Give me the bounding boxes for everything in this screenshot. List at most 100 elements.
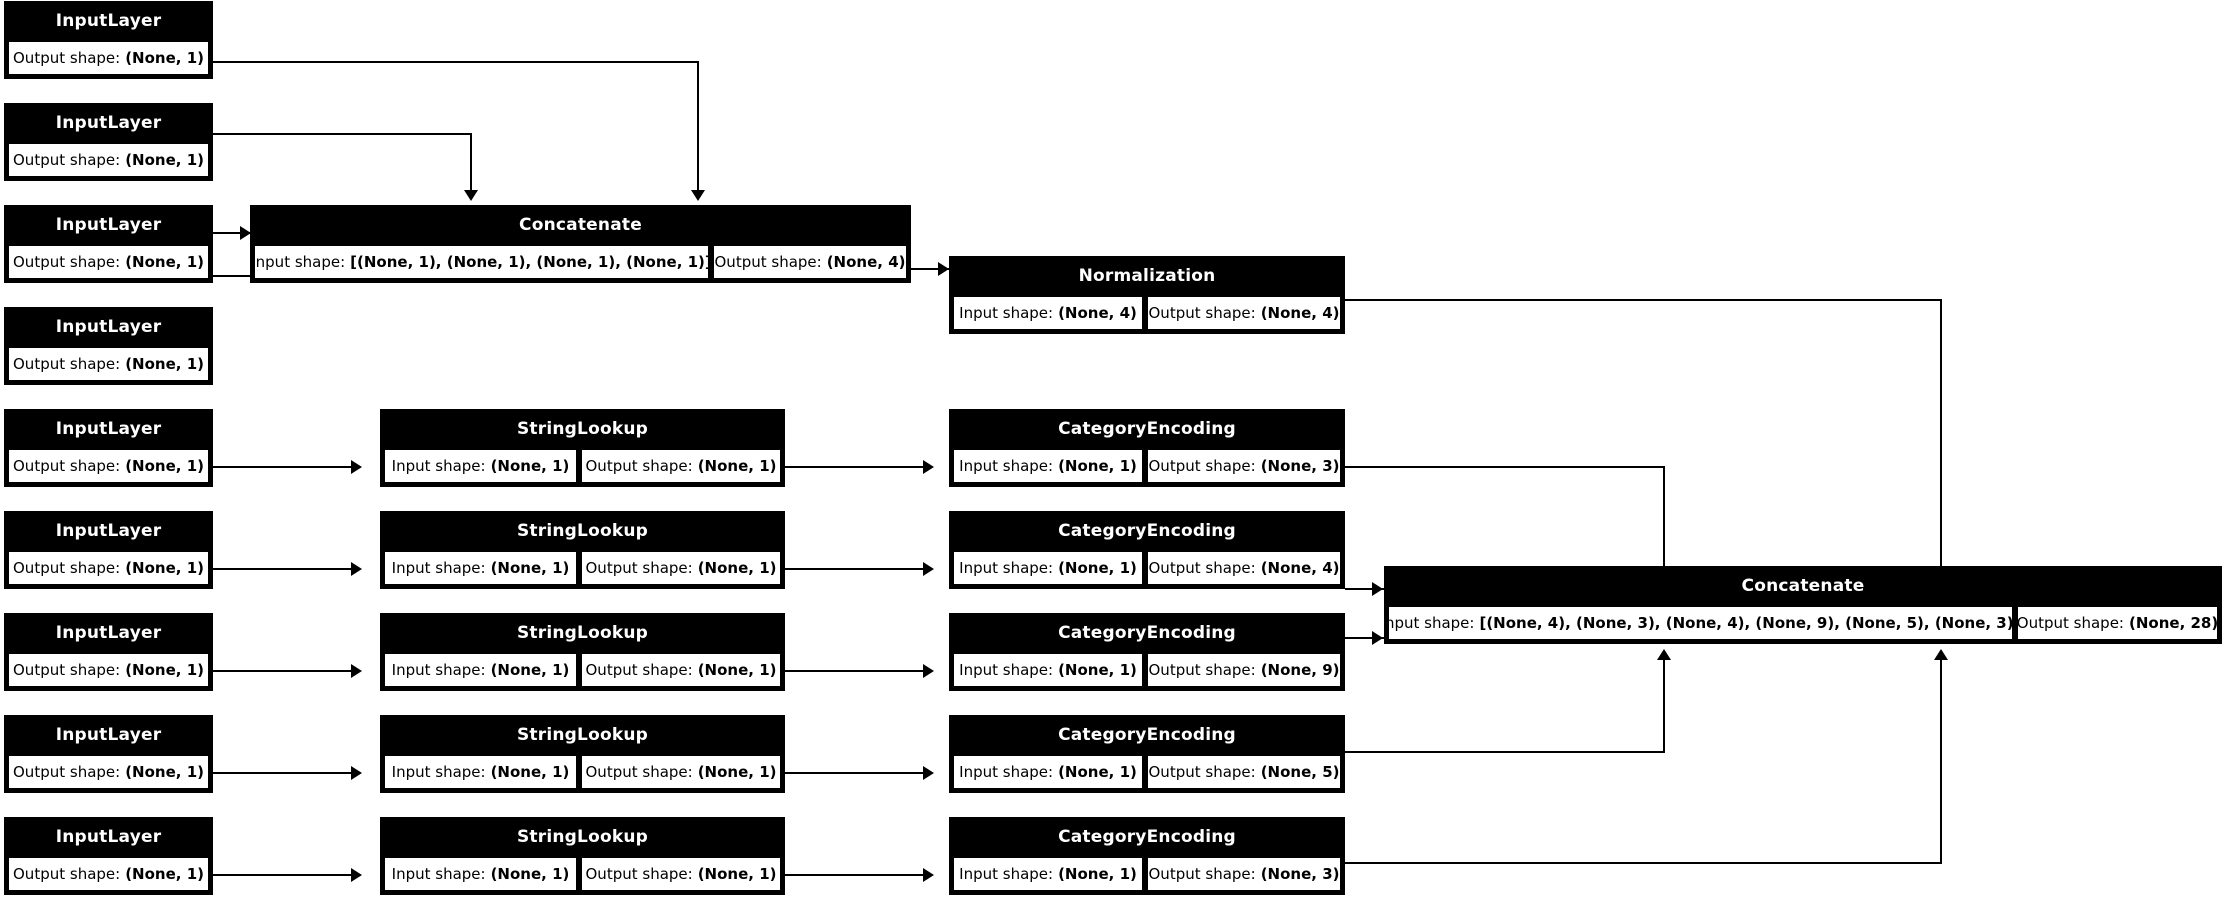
edge-input3-concat bbox=[213, 232, 252, 234]
edge-lookup1-encoding1 bbox=[785, 466, 925, 468]
node-shape-row: Input shape: [(None, 4), (None, 3), (Non… bbox=[1386, 604, 2220, 642]
node-shape-row: Output shape: (None, 1) bbox=[6, 141, 211, 179]
output-shape-value: (None, 1) bbox=[697, 457, 777, 475]
node-shape-row: Input shape: (None, 1) Output shape: (No… bbox=[382, 549, 783, 587]
node-input-layer-9[interactable]: InputLayer Output shape: (None, 1) bbox=[4, 817, 213, 895]
output-shape-label: Output shape: bbox=[2017, 614, 2124, 632]
input-shape-label: Input shape: bbox=[391, 865, 486, 883]
output-shape-label: Output shape: bbox=[714, 253, 822, 271]
output-shape-value: (None, 4) bbox=[1260, 304, 1340, 322]
output-shape-cell: Output shape: (None, 1) bbox=[8, 449, 209, 483]
node-title: CategoryEncoding bbox=[951, 819, 1343, 855]
edge-input2-concat-v bbox=[470, 133, 472, 190]
output-shape-label: Output shape: bbox=[1148, 559, 1256, 577]
output-shape-value: (None, 1) bbox=[125, 355, 204, 373]
edge-encoding5-concatall-v bbox=[1940, 660, 1942, 863]
node-concatenate-numeric[interactable]: Concatenate Input shape: [(None, 1), (No… bbox=[250, 205, 911, 283]
output-shape-cell: Output shape: (None, 5) bbox=[1147, 755, 1341, 789]
arrowhead-encoding4-concatall bbox=[1657, 649, 1671, 660]
output-shape-label: Output shape: bbox=[13, 763, 121, 781]
node-title: InputLayer bbox=[6, 819, 211, 855]
edge-encoding5-concatall bbox=[1345, 862, 1942, 864]
input-shape-label: Input shape: bbox=[959, 559, 1054, 577]
node-category-encoding-4[interactable]: CategoryEncoding Input shape: (None, 1) … bbox=[949, 715, 1345, 793]
node-title: StringLookup bbox=[382, 615, 783, 651]
node-title: InputLayer bbox=[6, 513, 211, 549]
node-title: InputLayer bbox=[6, 207, 211, 243]
node-category-encoding-5[interactable]: CategoryEncoding Input shape: (None, 1) … bbox=[949, 817, 1345, 895]
input-shape-cell: Input shape: (None, 1) bbox=[953, 653, 1143, 687]
output-shape-label: Output shape: bbox=[13, 151, 121, 169]
node-normalization[interactable]: Normalization Input shape: (None, 4) Out… bbox=[949, 256, 1345, 334]
input-shape-label: Input shape: bbox=[391, 763, 486, 781]
edge-normalization-concatall-v bbox=[1940, 299, 1942, 567]
edge-input7-lookup3 bbox=[213, 670, 353, 672]
output-shape-cell: Output shape: (None, 9) bbox=[1147, 653, 1341, 687]
node-category-encoding-1[interactable]: CategoryEncoding Input shape: (None, 1) … bbox=[949, 409, 1345, 487]
node-input-layer-4[interactable]: InputLayer Output shape: (None, 1) bbox=[4, 307, 213, 385]
output-shape-label: Output shape: bbox=[1148, 457, 1256, 475]
arrowhead-input7-lookup3 bbox=[351, 664, 362, 678]
node-input-layer-8[interactable]: InputLayer Output shape: (None, 1) bbox=[4, 715, 213, 793]
input-shape-value: (None, 1) bbox=[1058, 661, 1137, 679]
output-shape-cell: Output shape: (None, 1) bbox=[8, 755, 209, 789]
edge-encoding4-concatall bbox=[1345, 751, 1665, 753]
node-shape-row: Input shape: (None, 1) Output shape: (No… bbox=[382, 447, 783, 485]
output-shape-value: (None, 1) bbox=[125, 457, 204, 475]
edge-encoding1-concatall-v bbox=[1663, 466, 1665, 567]
output-shape-cell: Output shape: (None, 1) bbox=[8, 551, 209, 585]
output-shape-value: (None, 9) bbox=[1260, 661, 1340, 679]
arrowhead-encoding5-concatall bbox=[1934, 649, 1948, 660]
node-title: Concatenate bbox=[252, 207, 909, 243]
node-category-encoding-2[interactable]: CategoryEncoding Input shape: (None, 1) … bbox=[949, 511, 1345, 589]
output-shape-cell: Output shape: (None, 28) bbox=[2017, 606, 2218, 640]
input-shape-cell: Input shape: (None, 1) bbox=[384, 653, 577, 687]
node-title: InputLayer bbox=[6, 309, 211, 345]
node-string-lookup-3[interactable]: StringLookup Input shape: (None, 1) Outp… bbox=[380, 613, 785, 691]
input-shape-cell: Input shape: (None, 1) bbox=[953, 551, 1143, 585]
node-string-lookup-1[interactable]: StringLookup Input shape: (None, 1) Outp… bbox=[380, 409, 785, 487]
edge-input9-lookup5 bbox=[213, 874, 353, 876]
arrowhead-input1-concat bbox=[691, 190, 705, 201]
output-shape-cell: Output shape: (None, 4) bbox=[713, 245, 907, 279]
node-title: StringLookup bbox=[382, 411, 783, 447]
node-input-layer-5[interactable]: InputLayer Output shape: (None, 1) bbox=[4, 409, 213, 487]
edge-encoding2-concatall bbox=[1345, 588, 1384, 590]
node-shape-row: Input shape: (None, 4) Output shape: (No… bbox=[951, 294, 1343, 332]
node-category-encoding-3[interactable]: CategoryEncoding Input shape: (None, 1) … bbox=[949, 613, 1345, 691]
output-shape-value: (None, 1) bbox=[125, 49, 204, 67]
node-input-layer-7[interactable]: InputLayer Output shape: (None, 1) bbox=[4, 613, 213, 691]
edge-input8-lookup4 bbox=[213, 772, 353, 774]
input-shape-cell: Input shape: (None, 1) bbox=[384, 755, 577, 789]
node-title: StringLookup bbox=[382, 513, 783, 549]
output-shape-cell: Output shape: (None, 1) bbox=[8, 245, 209, 279]
arrowhead-lookup1-encoding1 bbox=[923, 460, 934, 474]
arrowhead-input2-concat bbox=[464, 190, 478, 201]
node-input-layer-1[interactable]: InputLayer Output shape: (None, 1) bbox=[4, 1, 213, 79]
node-input-layer-2[interactable]: InputLayer Output shape: (None, 1) bbox=[4, 103, 213, 181]
node-input-layer-6[interactable]: InputLayer Output shape: (None, 1) bbox=[4, 511, 213, 589]
node-shape-row: Output shape: (None, 1) bbox=[6, 651, 211, 689]
output-shape-cell: Output shape: (None, 1) bbox=[581, 449, 781, 483]
node-concatenate-all[interactable]: Concatenate Input shape: [(None, 4), (No… bbox=[1384, 566, 2222, 644]
node-shape-row: Input shape: (None, 1) Output shape: (No… bbox=[951, 549, 1343, 587]
node-string-lookup-4[interactable]: StringLookup Input shape: (None, 1) Outp… bbox=[380, 715, 785, 793]
node-shape-row: Input shape: (None, 1) Output shape: (No… bbox=[951, 651, 1343, 689]
node-shape-row: Output shape: (None, 1) bbox=[6, 447, 211, 485]
output-shape-label: Output shape: bbox=[585, 661, 693, 679]
output-shape-label: Output shape: bbox=[585, 865, 693, 883]
edge-input5-lookup1 bbox=[213, 466, 353, 468]
output-shape-value: (None, 1) bbox=[125, 151, 204, 169]
edge-encoding3-concatall bbox=[1345, 637, 1384, 639]
node-string-lookup-2[interactable]: StringLookup Input shape: (None, 1) Outp… bbox=[380, 511, 785, 589]
edge-lookup4-encoding4 bbox=[785, 772, 925, 774]
output-shape-label: Output shape: bbox=[13, 253, 121, 271]
node-string-lookup-5[interactable]: StringLookup Input shape: (None, 1) Outp… bbox=[380, 817, 785, 895]
input-shape-cell: Input shape: (None, 4) bbox=[953, 296, 1143, 330]
input-shape-label: Input shape: bbox=[959, 661, 1054, 679]
node-input-layer-3[interactable]: InputLayer Output shape: (None, 1) bbox=[4, 205, 213, 283]
output-shape-cell: Output shape: (None, 1) bbox=[8, 857, 209, 891]
node-title: StringLookup bbox=[382, 717, 783, 753]
input-shape-cell: Input shape: [(None, 1), (None, 1), (Non… bbox=[254, 245, 709, 279]
input-shape-value: (None, 1) bbox=[1058, 865, 1137, 883]
